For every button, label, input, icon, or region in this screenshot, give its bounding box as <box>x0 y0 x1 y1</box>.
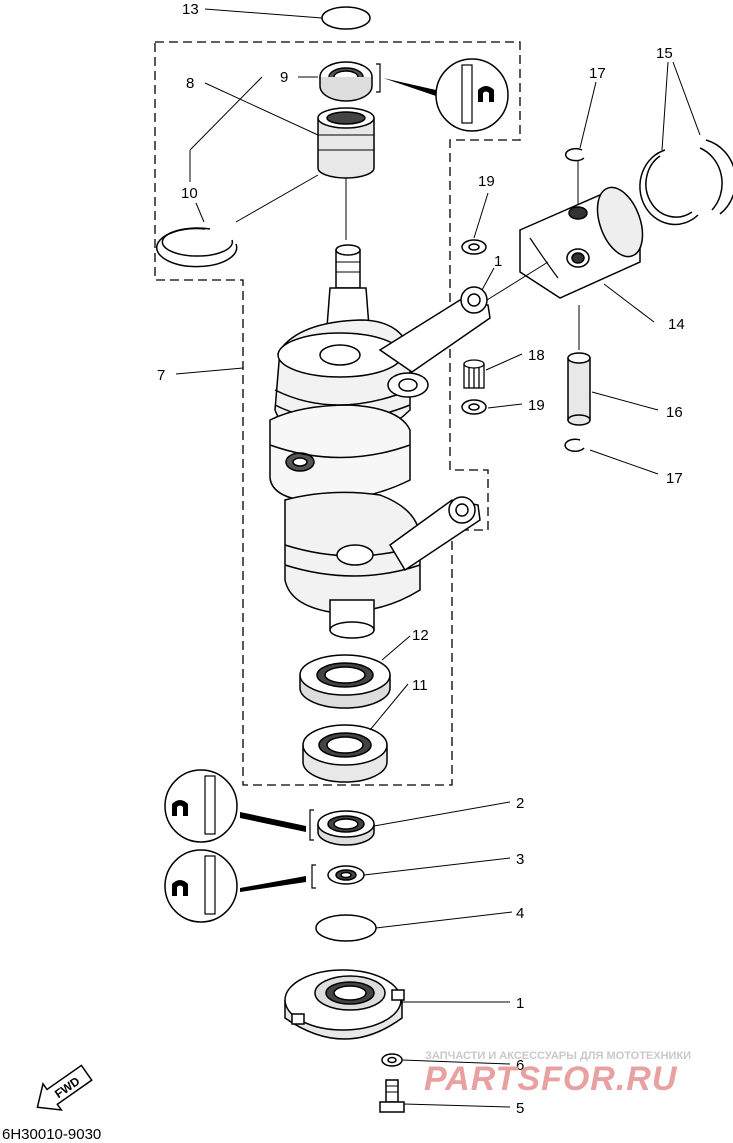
callout-14: 14 <box>668 316 685 333</box>
part-11-ball-bearing <box>302 724 388 783</box>
callout-3: 3 <box>516 851 524 868</box>
callout-13: 13 <box>182 1 199 18</box>
fwd-arrow-icon: FWD <box>36 1064 93 1111</box>
leader-lines <box>175 8 701 1108</box>
callout-11: 11 <box>412 677 428 694</box>
grease-apply-icon <box>164 769 306 843</box>
part-16-piston-pin <box>567 305 591 426</box>
callout-7: 7 <box>157 367 165 384</box>
part-13-o-ring <box>321 6 371 30</box>
watermark-brand: PARTSFOR.RU <box>424 1060 678 1098</box>
part-6-washer <box>381 1053 403 1067</box>
part-1-lower-housing <box>284 969 405 1040</box>
callout-9: 9 <box>280 69 288 86</box>
part-5-bolt <box>379 1079 405 1113</box>
callout-17-upper: 17 <box>589 65 606 82</box>
callout-17-lower: 17 <box>666 470 683 487</box>
callout-1-upper: 1 <box>494 253 502 270</box>
part-10-circlip <box>156 227 238 268</box>
part-14-piston <box>519 186 644 299</box>
part-2-oil-seal <box>309 809 375 846</box>
part-17-clip-lower <box>564 438 585 452</box>
callout-8: 8 <box>186 75 194 92</box>
part-7-crankshaft <box>269 244 491 639</box>
callout-2: 2 <box>516 795 524 812</box>
part-17-clip-upper <box>564 147 585 162</box>
part-12-seal-housing <box>299 654 391 709</box>
part-18-small-bearing <box>463 359 485 389</box>
watermark-subtitle: ЗАПЧАСТИ И АКСЕССУАРЫ ДЛЯ МОТОТЕХНИКИ <box>425 1050 691 1062</box>
part-3-oil-seal <box>311 864 365 889</box>
grease-apply-icon <box>164 849 306 923</box>
part-15-piston-rings <box>639 139 733 226</box>
callout-19-upper: 19 <box>478 173 495 190</box>
callout-15: 15 <box>656 45 673 62</box>
callout-10: 10 <box>181 185 198 202</box>
callout-16: 16 <box>666 404 683 421</box>
part-8-bearing <box>317 107 375 240</box>
part-9-oil-seal <box>319 61 381 102</box>
callout-5: 5 <box>516 1100 524 1117</box>
diagram-code: 6H30010-9030 <box>2 1126 101 1143</box>
part-4-o-ring <box>315 914 377 942</box>
callout-18: 18 <box>528 347 545 364</box>
assembly-outline-7 <box>154 41 521 786</box>
part-19-washer-upper <box>461 239 487 255</box>
callout-19-lower: 19 <box>528 397 545 414</box>
callout-1-lower: 1 <box>516 995 524 1012</box>
callout-6: 6 <box>516 1057 524 1074</box>
callout-12: 12 <box>412 627 429 644</box>
grease-apply-icon <box>383 58 509 132</box>
leader-lines-piston <box>486 261 549 301</box>
callout-4: 4 <box>516 905 524 922</box>
part-19-washer-lower <box>461 399 487 415</box>
